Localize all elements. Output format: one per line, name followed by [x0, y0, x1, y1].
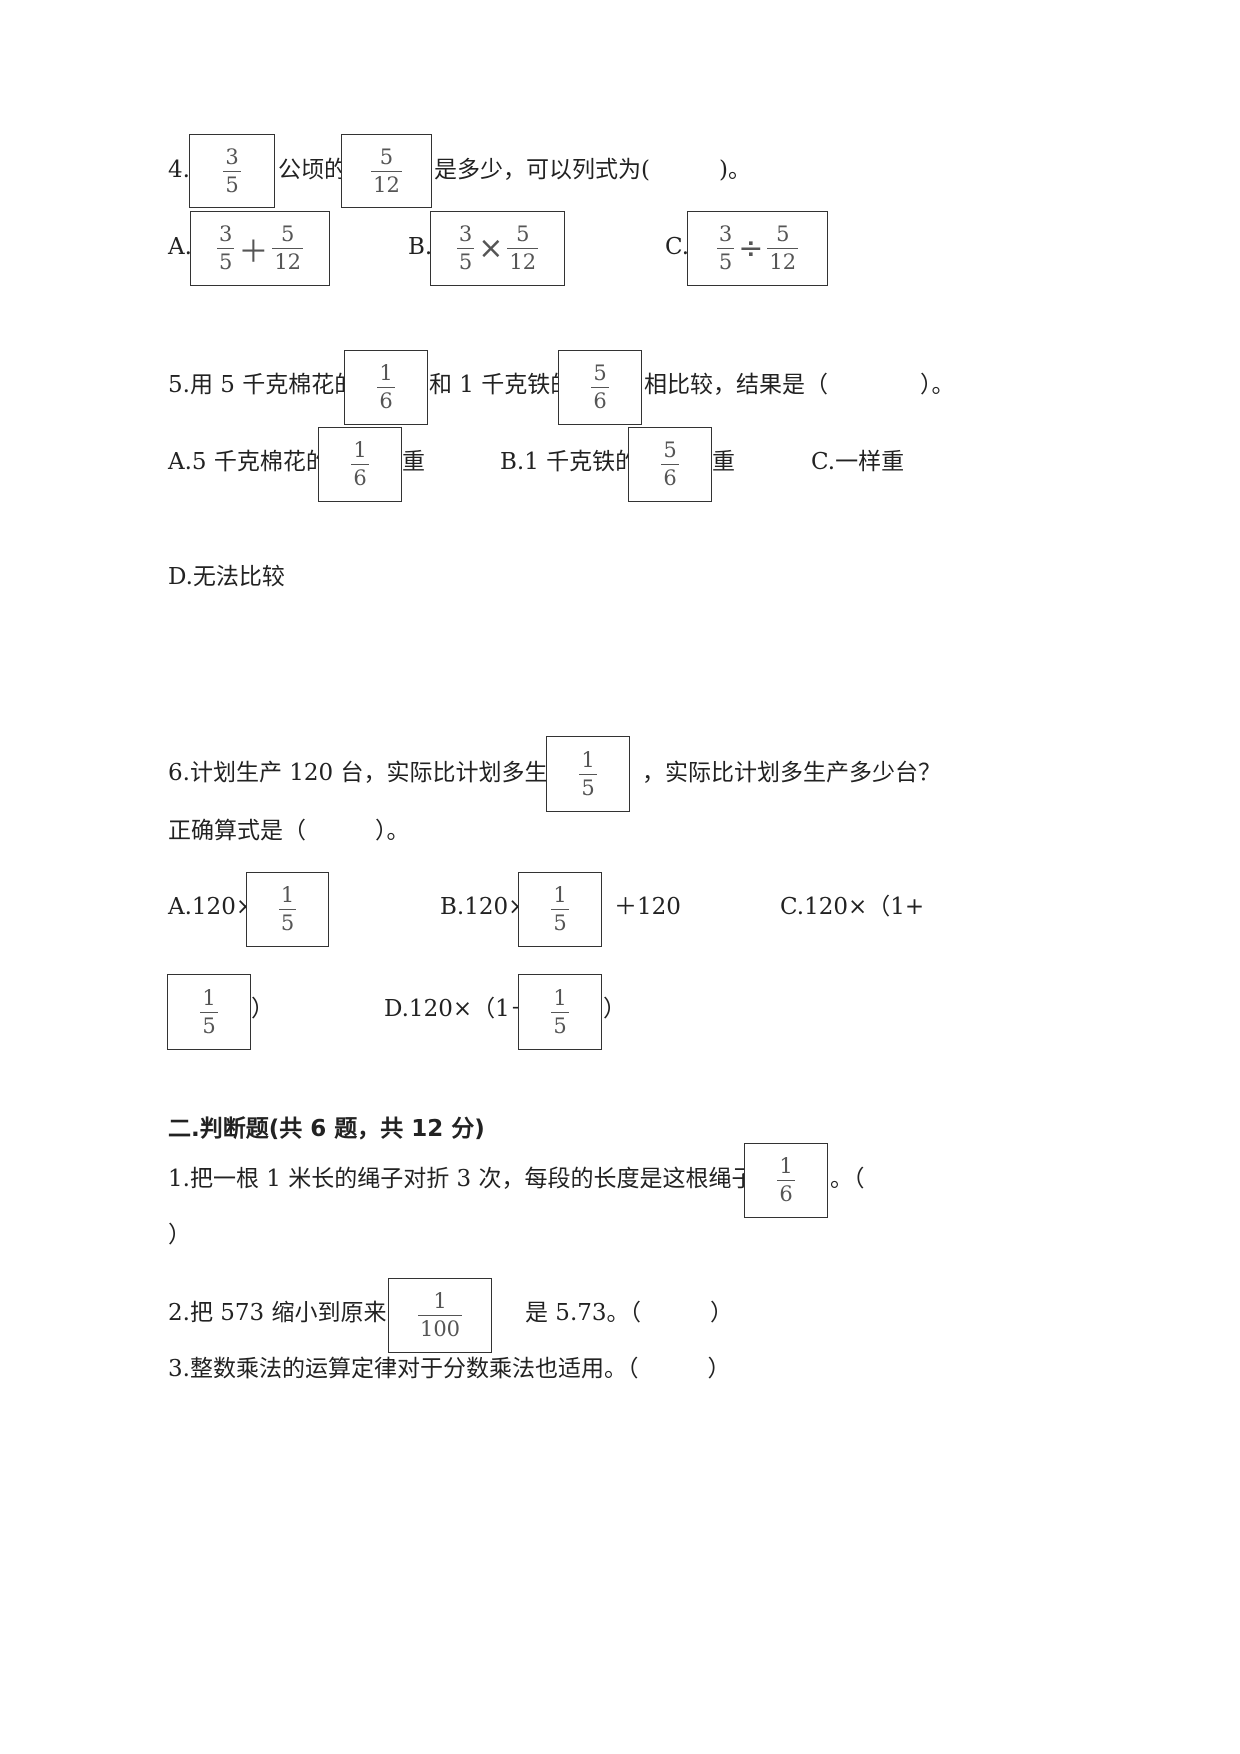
q6-text-b: ，实际比计划多生产多少台？ — [642, 760, 941, 786]
q4-text-mid: 公顷的 — [278, 157, 347, 183]
judge-2-text: 2.把 573 缩小到原来的 — [168, 1300, 410, 1326]
q5-option-a-text[interactable]: A.5 千克棉花的 — [168, 449, 329, 475]
q4-option-a-label[interactable]: A. — [168, 234, 192, 260]
q6-option-d-text[interactable]: D.120×（1－ — [384, 996, 533, 1022]
times-operator: × — [478, 231, 504, 266]
judge-1-text: 1.把一根 1 米长的绳子对折 3 次，每段的长度是这根绳子的 — [168, 1166, 778, 1192]
q5-option-c[interactable]: C.一样重 — [811, 449, 905, 475]
q5-text-b: 和 1 千克铁的 — [429, 372, 574, 398]
q6-line-2: 正确算式是（ ）。 — [168, 818, 410, 844]
q5-option-d[interactable]: D.无法比较 — [168, 564, 285, 590]
divide-operator: ÷ — [738, 231, 764, 266]
q4-option-c-label[interactable]: C. — [665, 234, 690, 260]
judge-3-text[interactable]: 3.整数乘法的运算定律对于分数乘法也适用。（ ） — [168, 1356, 731, 1382]
q6-text-a: 6.计划生产 120 台，实际比计划多生产 — [168, 760, 571, 786]
q6-option-a-text[interactable]: A.120× — [168, 894, 256, 920]
q4-text-end: 是多少，可以列式为( )。 — [434, 157, 751, 183]
section-heading: 二.判断题(共 6 题，共 12 分) — [168, 1116, 485, 1142]
q5-option-b-suffix: 重 — [712, 449, 735, 475]
q4-number: 4. — [168, 157, 190, 183]
q6-option-b-text[interactable]: B.120× — [440, 894, 528, 920]
q5-text-c: 相比较，结果是（ ）。 — [644, 372, 955, 398]
q5-option-a-suffix: 重 — [402, 449, 425, 475]
judge-1-line-2: ） — [168, 1222, 191, 1248]
q5-option-b-text[interactable]: B.1 千克铁的 — [500, 449, 639, 475]
q6-option-d-suffix: ） — [603, 996, 626, 1022]
q5-text-a: 5.用 5 千克棉花的 — [168, 372, 358, 398]
q6-option-b-suffix: ＋120 — [614, 894, 681, 920]
q6-option-c-text[interactable]: C.120×（1+ — [780, 894, 925, 920]
judge-1-answer-paren[interactable]: 。（ — [830, 1166, 865, 1192]
judge-2-answer[interactable]: 是 5.73。（ ） — [525, 1300, 734, 1326]
q6-option-c-suffix: ） — [251, 996, 274, 1022]
plus-operator: ＋ — [238, 234, 269, 270]
q4-option-b-label[interactable]: B. — [408, 234, 433, 260]
